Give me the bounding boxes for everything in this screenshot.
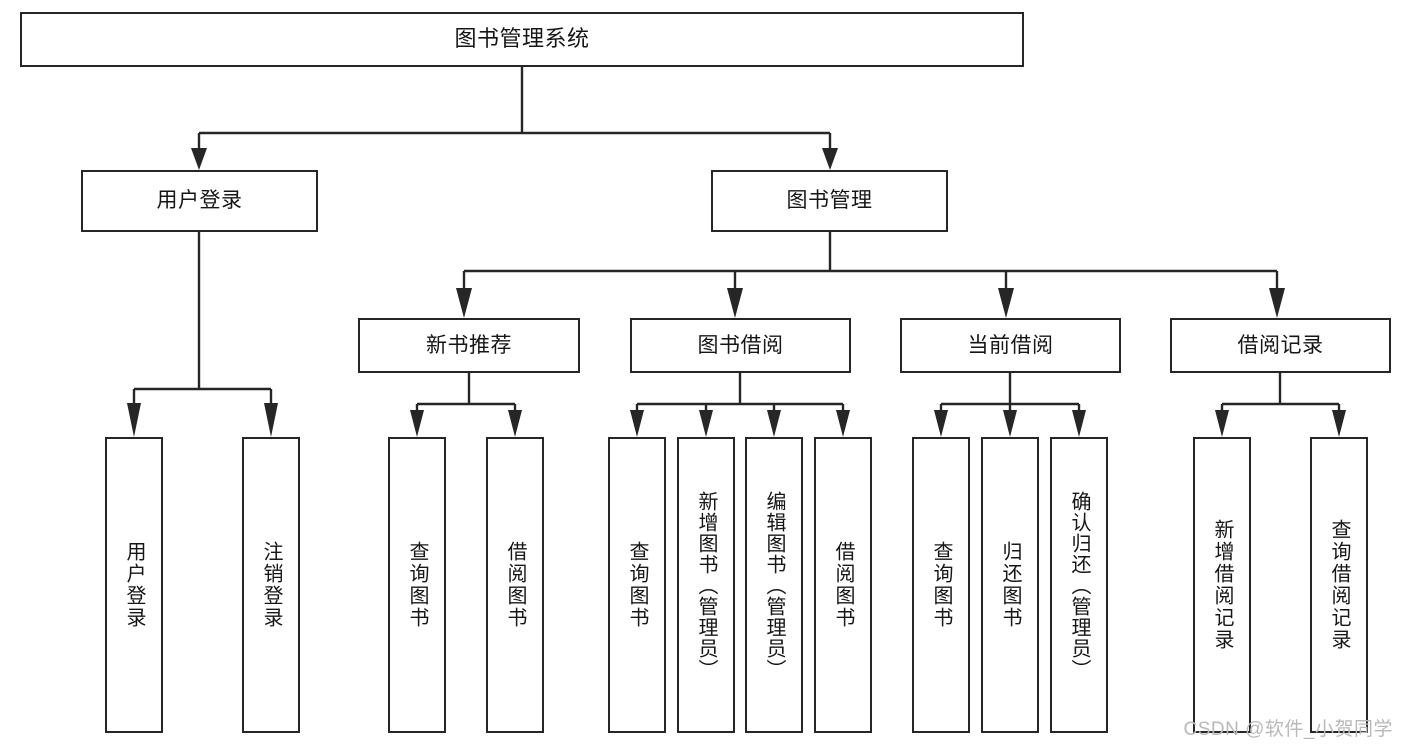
arrow-current-leaf-1 (934, 410, 948, 437)
arrow-userlogin-leaf-1 (127, 403, 141, 437)
arrow-records-leaf-1 (1215, 410, 1229, 437)
arrow-root-to-bookmgmt (822, 148, 838, 170)
node-leaf-borrow-book-newbooks[interactable]: 借阅图书 (486, 437, 544, 733)
node-root-book-management-system[interactable]: 图书管理系统 (20, 12, 1024, 67)
node-label: 编辑图书（管理员） (763, 490, 785, 680)
node-book-management[interactable]: 图书管理 (711, 170, 948, 232)
node-label: 注销登录 (260, 541, 282, 629)
node-book-borrow[interactable]: 图书借阅 (630, 318, 851, 373)
arrow-borrow-leaf-4 (836, 410, 850, 437)
watermark-text: CSDN @软件_小贺同学 (1183, 719, 1393, 740)
arrow-bookmgmt-to-newbooks (456, 288, 472, 318)
node-leaf-confirm-return-admin[interactable]: 确认归还（管理员） (1050, 437, 1108, 733)
node-label: 确认归还（管理员） (1068, 490, 1090, 680)
node-label: 图书管理 (786, 189, 873, 213)
arrow-borrow-leaf-1 (630, 410, 644, 437)
node-borrow-records[interactable]: 借阅记录 (1170, 318, 1391, 373)
arrow-bookmgmt-to-current (998, 288, 1014, 318)
node-leaf-add-book-admin[interactable]: 新增图书（管理员） (677, 437, 735, 733)
node-label: 新书推荐 (426, 333, 512, 357)
node-label: 查询图书 (406, 541, 428, 629)
arrow-root-to-userlogin (191, 148, 207, 170)
node-label: 新增图书（管理员） (695, 490, 717, 680)
node-label: 借阅记录 (1237, 333, 1324, 357)
arrow-current-leaf-2 (1003, 410, 1017, 437)
node-label: 用户登录 (156, 189, 243, 213)
node-label: 查询图书 (930, 541, 952, 629)
node-label: 图书管理系统 (454, 26, 590, 52)
node-label: 查询图书 (626, 541, 648, 629)
node-label: 当前借阅 (967, 333, 1054, 357)
node-leaf-borrow-book[interactable]: 借阅图书 (814, 437, 872, 733)
node-leaf-edit-book-admin[interactable]: 编辑图书（管理员） (745, 437, 803, 733)
node-label: 归还图书 (999, 541, 1021, 629)
arrow-current-leaf-3 (1072, 410, 1086, 437)
node-label: 借阅图书 (504, 541, 526, 629)
node-leaf-return-book[interactable]: 归还图书 (981, 437, 1039, 733)
node-new-book-recommend[interactable]: 新书推荐 (358, 318, 580, 373)
node-label: 查询借阅记录 (1328, 519, 1350, 651)
arrow-borrow-leaf-2 (699, 410, 713, 437)
arrow-borrow-leaf-3 (767, 410, 781, 437)
node-leaf-query-book-current[interactable]: 查询图书 (912, 437, 970, 733)
arrow-bookmgmt-to-borrow (727, 288, 743, 318)
node-current-borrow[interactable]: 当前借阅 (900, 318, 1121, 373)
node-label: 图书借阅 (697, 333, 784, 357)
node-leaf-logout[interactable]: 注销登录 (242, 437, 300, 733)
arrow-newbooks-leaf-1 (410, 410, 424, 437)
arrow-bookmgmt-to-records (1269, 288, 1285, 318)
node-label: 用户登录 (123, 541, 145, 629)
node-leaf-user-login[interactable]: 用户登录 (105, 437, 163, 733)
node-leaf-query-book-borrow[interactable]: 查询图书 (608, 437, 666, 733)
node-user-login[interactable]: 用户登录 (81, 170, 318, 232)
node-label: 借阅图书 (832, 541, 854, 629)
node-label: 新增借阅记录 (1211, 519, 1233, 651)
arrow-userlogin-leaf-2 (264, 403, 278, 437)
arrow-records-leaf-2 (1332, 410, 1346, 437)
node-leaf-add-borrow-record[interactable]: 新增借阅记录 (1193, 437, 1251, 733)
arrow-newbooks-leaf-2 (508, 410, 522, 437)
node-leaf-query-borrow-record[interactable]: 查询借阅记录 (1310, 437, 1368, 733)
node-leaf-query-book-newbooks[interactable]: 查询图书 (388, 437, 446, 733)
